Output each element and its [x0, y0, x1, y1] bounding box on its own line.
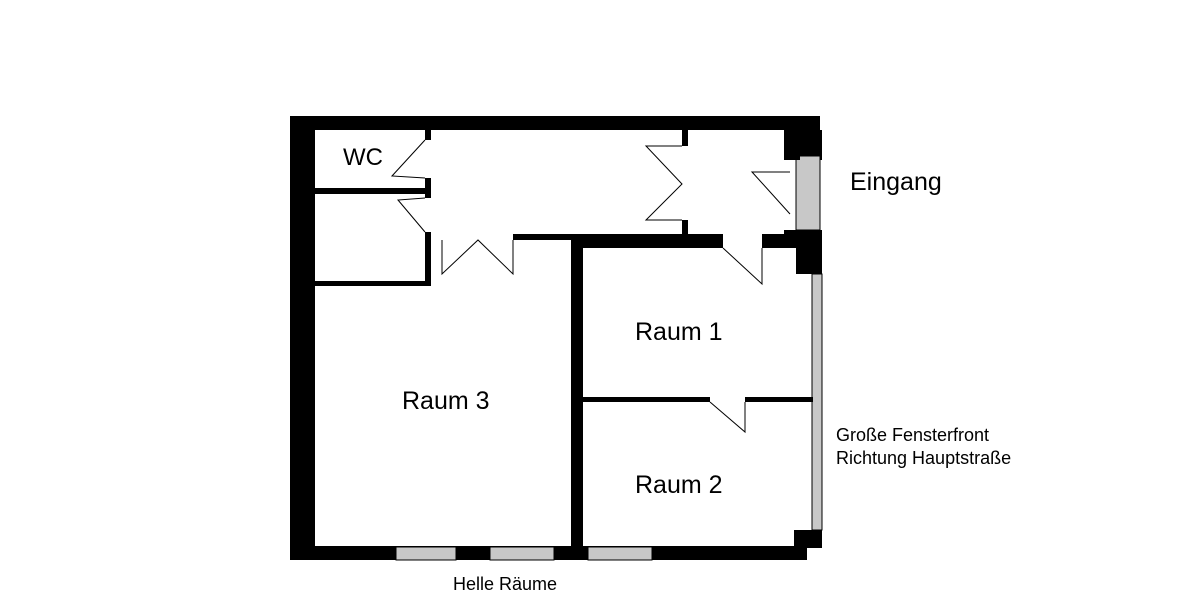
- outer-walls: [290, 116, 822, 560]
- wall-right-upper: [796, 130, 822, 160]
- wall-wc-right-b: [425, 178, 431, 198]
- window-front-note-line2: Richtung Hauptstraße: [836, 448, 1012, 468]
- door-raum2: [709, 401, 746, 434]
- window-front-note: Große Fensterfront Richtung Hauptstraße: [836, 424, 1011, 470]
- interior-walls: [315, 130, 813, 560]
- door-raum3: [441, 239, 514, 276]
- wall-raum12-divider-b: [745, 397, 813, 402]
- wall-storage-right: [425, 232, 431, 286]
- window-front: [811, 273, 823, 531]
- wall-storage-bottom: [315, 281, 430, 286]
- wall-entrance-post-top: [784, 130, 800, 160]
- wall-left: [290, 116, 315, 560]
- wall-entrance-post-bottom: [784, 230, 800, 240]
- entrance-label: Eingang: [850, 168, 942, 196]
- door-corridor: [644, 145, 683, 221]
- wall-right-mid: [796, 230, 822, 274]
- wall-corridor-divider-b: [682, 220, 688, 234]
- wall-raum12-divider-a: [583, 397, 710, 402]
- room-label-raum3: Raum 3: [402, 387, 490, 415]
- window-front-note-line1: Große Fensterfront: [836, 425, 990, 445]
- wall-raum3-right: [571, 240, 583, 560]
- door-wc: [390, 139, 426, 179]
- door-swings: [390, 139, 791, 434]
- wall-wc-right-a: [425, 130, 431, 140]
- bottom-window-3: [587, 546, 653, 561]
- wall-right-lower: [794, 530, 822, 548]
- bottom-window-2: [489, 546, 555, 561]
- door-storage: [396, 197, 426, 233]
- room-label-raum2: Raum 2: [635, 471, 723, 499]
- door-raum1: [722, 247, 763, 286]
- bottom-window-1: [395, 546, 457, 561]
- wall-corridor-bottom-c: [571, 234, 723, 248]
- door-entrance: [750, 171, 791, 215]
- wall-top: [290, 116, 820, 130]
- wall-wc-bottom: [315, 188, 430, 194]
- room-label-raum1: Raum 1: [635, 318, 723, 346]
- entrance-glass: [795, 155, 821, 231]
- bottom-windows: [395, 546, 653, 561]
- room-label-wc: WC: [343, 144, 383, 171]
- bright-rooms-note: Helle Räume: [453, 574, 558, 594]
- wall-corridor-divider: [682, 130, 688, 146]
